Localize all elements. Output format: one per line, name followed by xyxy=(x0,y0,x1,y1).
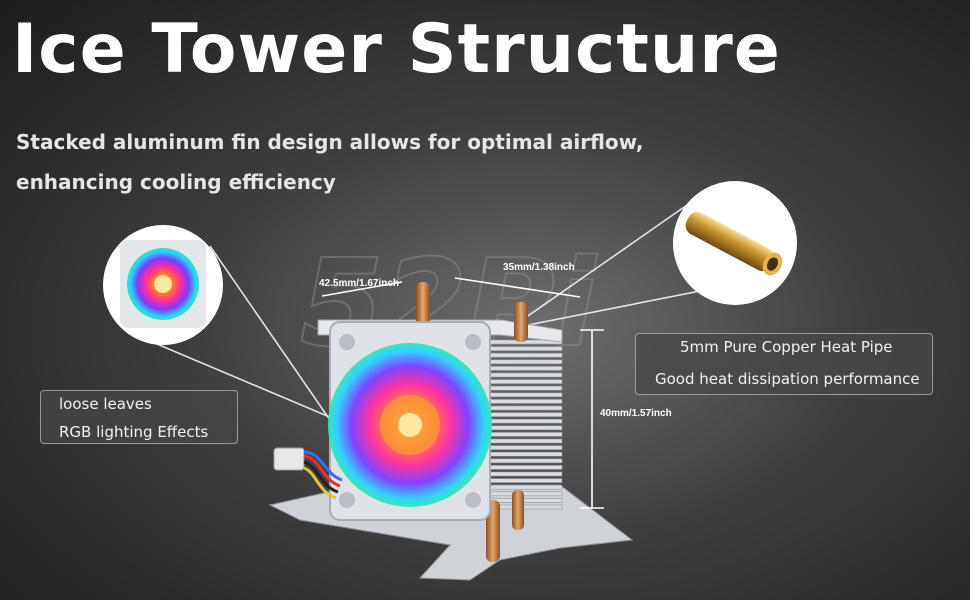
fin xyxy=(485,471,563,477)
heat-pipe xyxy=(514,302,528,342)
callout-text: 5mm Pure Copper Heat Pipe xyxy=(680,338,893,356)
fin xyxy=(485,445,563,450)
fan-detail-inset xyxy=(103,225,223,345)
fin xyxy=(485,484,563,490)
fin xyxy=(485,418,563,424)
feature-callout-left: loose leaves RGB lighting Effects xyxy=(40,390,238,444)
dimension-depth-label: 35mm/1.38inch xyxy=(503,262,575,273)
fin xyxy=(485,399,563,404)
fin xyxy=(485,438,563,444)
fin xyxy=(485,458,563,464)
connector-line xyxy=(209,245,331,421)
fin xyxy=(485,366,563,371)
fan-cable xyxy=(273,447,343,500)
fin xyxy=(485,465,563,470)
copper-pipe-inset xyxy=(673,181,797,305)
fin xyxy=(485,392,563,398)
fin xyxy=(485,352,563,358)
subtitle-line-2: enhancing cooling efficiency xyxy=(16,170,336,194)
callout-text: loose leaves xyxy=(59,395,152,413)
fin xyxy=(485,385,563,391)
subtitle-line-1: Stacked aluminum fin design allows for o… xyxy=(16,130,644,154)
fin xyxy=(485,425,563,431)
callout-text: RGB lighting Effects xyxy=(59,423,209,441)
connector-line xyxy=(137,335,333,419)
fin xyxy=(485,405,563,411)
callout-text: Good heat dissipation performance xyxy=(655,370,920,388)
fin xyxy=(485,412,563,417)
rgb-fan xyxy=(328,321,492,521)
fin xyxy=(485,379,563,384)
heat-pipe xyxy=(416,282,430,332)
connector-line xyxy=(527,289,706,326)
fin xyxy=(485,451,563,457)
fin xyxy=(485,372,563,378)
fin xyxy=(485,478,563,483)
fin xyxy=(485,359,563,365)
fin xyxy=(485,346,563,351)
connector-line xyxy=(524,195,701,319)
feature-callout-right: 5mm Pure Copper Heat Pipe Good heat diss… xyxy=(635,333,933,395)
heat-pipe xyxy=(512,490,524,530)
dimension-height-label: 40mm/1.57inch xyxy=(600,408,672,419)
page-title: Ice Tower Structure xyxy=(12,10,781,89)
dimension-width-label: 42.5mm/1.67inch xyxy=(319,278,400,289)
dimension-lines xyxy=(321,277,604,509)
fin xyxy=(485,432,563,437)
